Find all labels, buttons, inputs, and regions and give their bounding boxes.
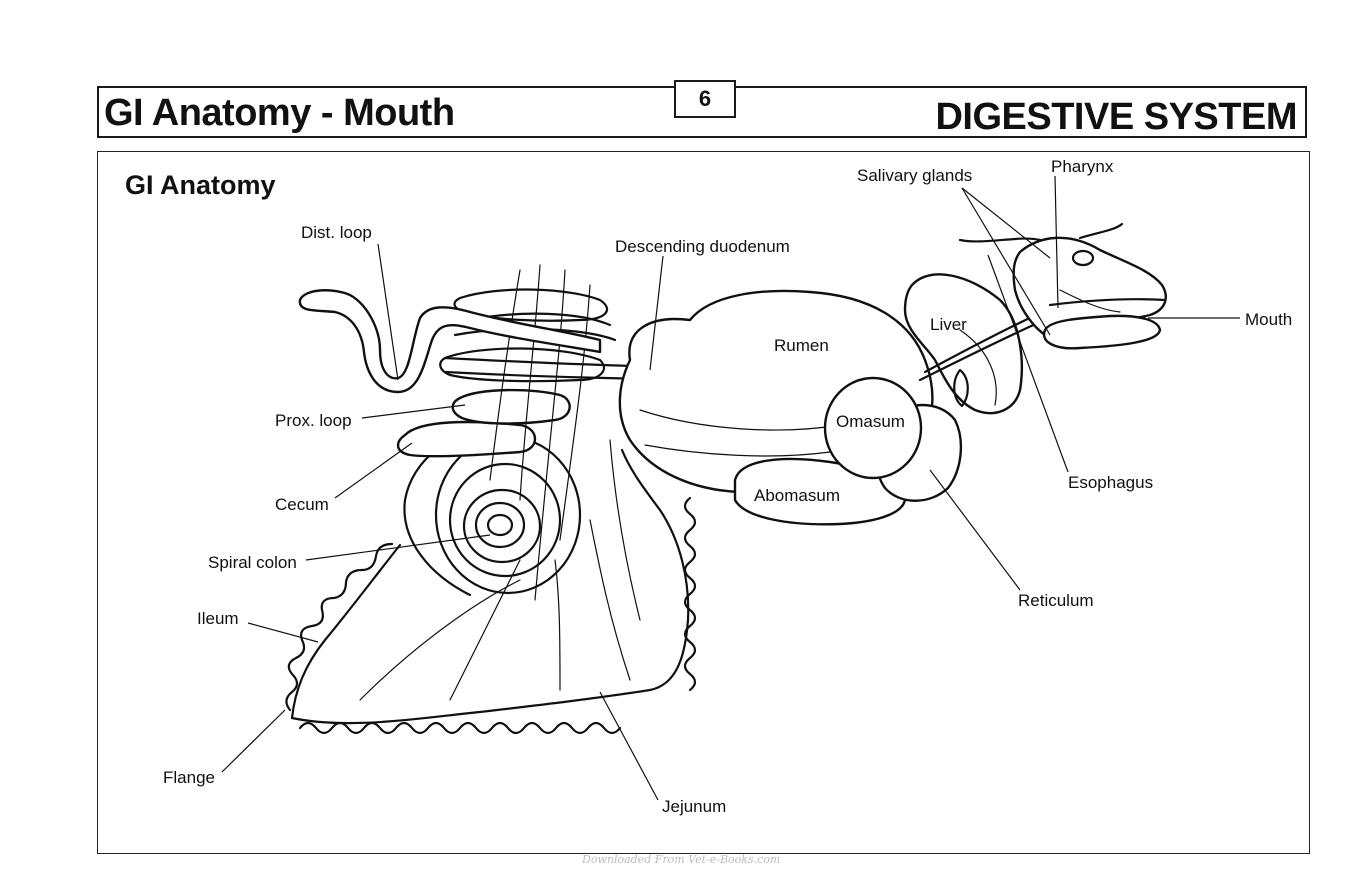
label-esophagus: Esophagus	[1068, 473, 1153, 492]
label-ileum: Ileum	[197, 609, 239, 628]
page-title: GI Anatomy - Mouth	[104, 92, 455, 134]
leader-descending-duodenum	[649, 255, 664, 371]
label-spiral-colon: Spiral colon	[208, 553, 297, 572]
liver-drawing	[903, 273, 1023, 415]
diagram-panel	[97, 151, 1310, 854]
leader-esophagus	[987, 254, 1069, 473]
section-title: DIGESTIVE SYSTEM	[935, 96, 1297, 138]
label-rumen: Rumen	[774, 336, 829, 355]
label-jejunum: Jejunum	[662, 797, 726, 816]
page-number: 6	[674, 80, 736, 118]
cow-head-drawing	[958, 222, 1167, 350]
leader-jejunum	[599, 691, 659, 801]
leader-flange	[221, 709, 286, 773]
panel-title: GI Anatomy	[125, 170, 276, 200]
distal-loop-drawing	[298, 289, 602, 394]
leader-spiral-colon	[305, 534, 491, 561]
label-descending-duodenum: Descending duodenum	[615, 237, 790, 256]
label-omasum: Omasum	[836, 412, 905, 431]
label-mouth: Mouth	[1245, 310, 1292, 329]
leader-pharynx	[1054, 175, 1059, 309]
leader-reticulum	[929, 469, 1021, 591]
label-salivary-glands: Salivary glands	[857, 166, 972, 185]
leader-dist-loop	[377, 243, 399, 381]
leader-lines	[221, 175, 1240, 801]
label-cecum: Cecum	[275, 495, 329, 514]
jejunum-mesentery	[285, 439, 697, 735]
leader-prox-loop	[361, 404, 466, 419]
labels: Dist. loop Descending duodenum Salivary …	[163, 157, 1292, 816]
label-pharynx: Pharynx	[1051, 157, 1114, 176]
omasum-drawing	[823, 376, 923, 480]
leader-ileum	[247, 622, 319, 643]
colon-loops	[396, 264, 617, 601]
label-dist-loop: Dist. loop	[301, 223, 372, 242]
watermark: Downloaded From Vet-e-Books.com	[582, 853, 781, 866]
label-liver: Liver	[930, 315, 967, 334]
esophagus-drawing	[918, 312, 1042, 382]
label-flange: Flange	[163, 768, 215, 787]
label-abomasum: Abomasum	[754, 486, 840, 505]
leader-salivary-glands-a	[961, 187, 1051, 259]
leader-salivary-glands-b	[961, 187, 1051, 336]
leader-cecum	[334, 442, 413, 499]
label-reticulum: Reticulum	[1018, 591, 1094, 610]
label-prox-loop: Prox. loop	[275, 411, 352, 430]
